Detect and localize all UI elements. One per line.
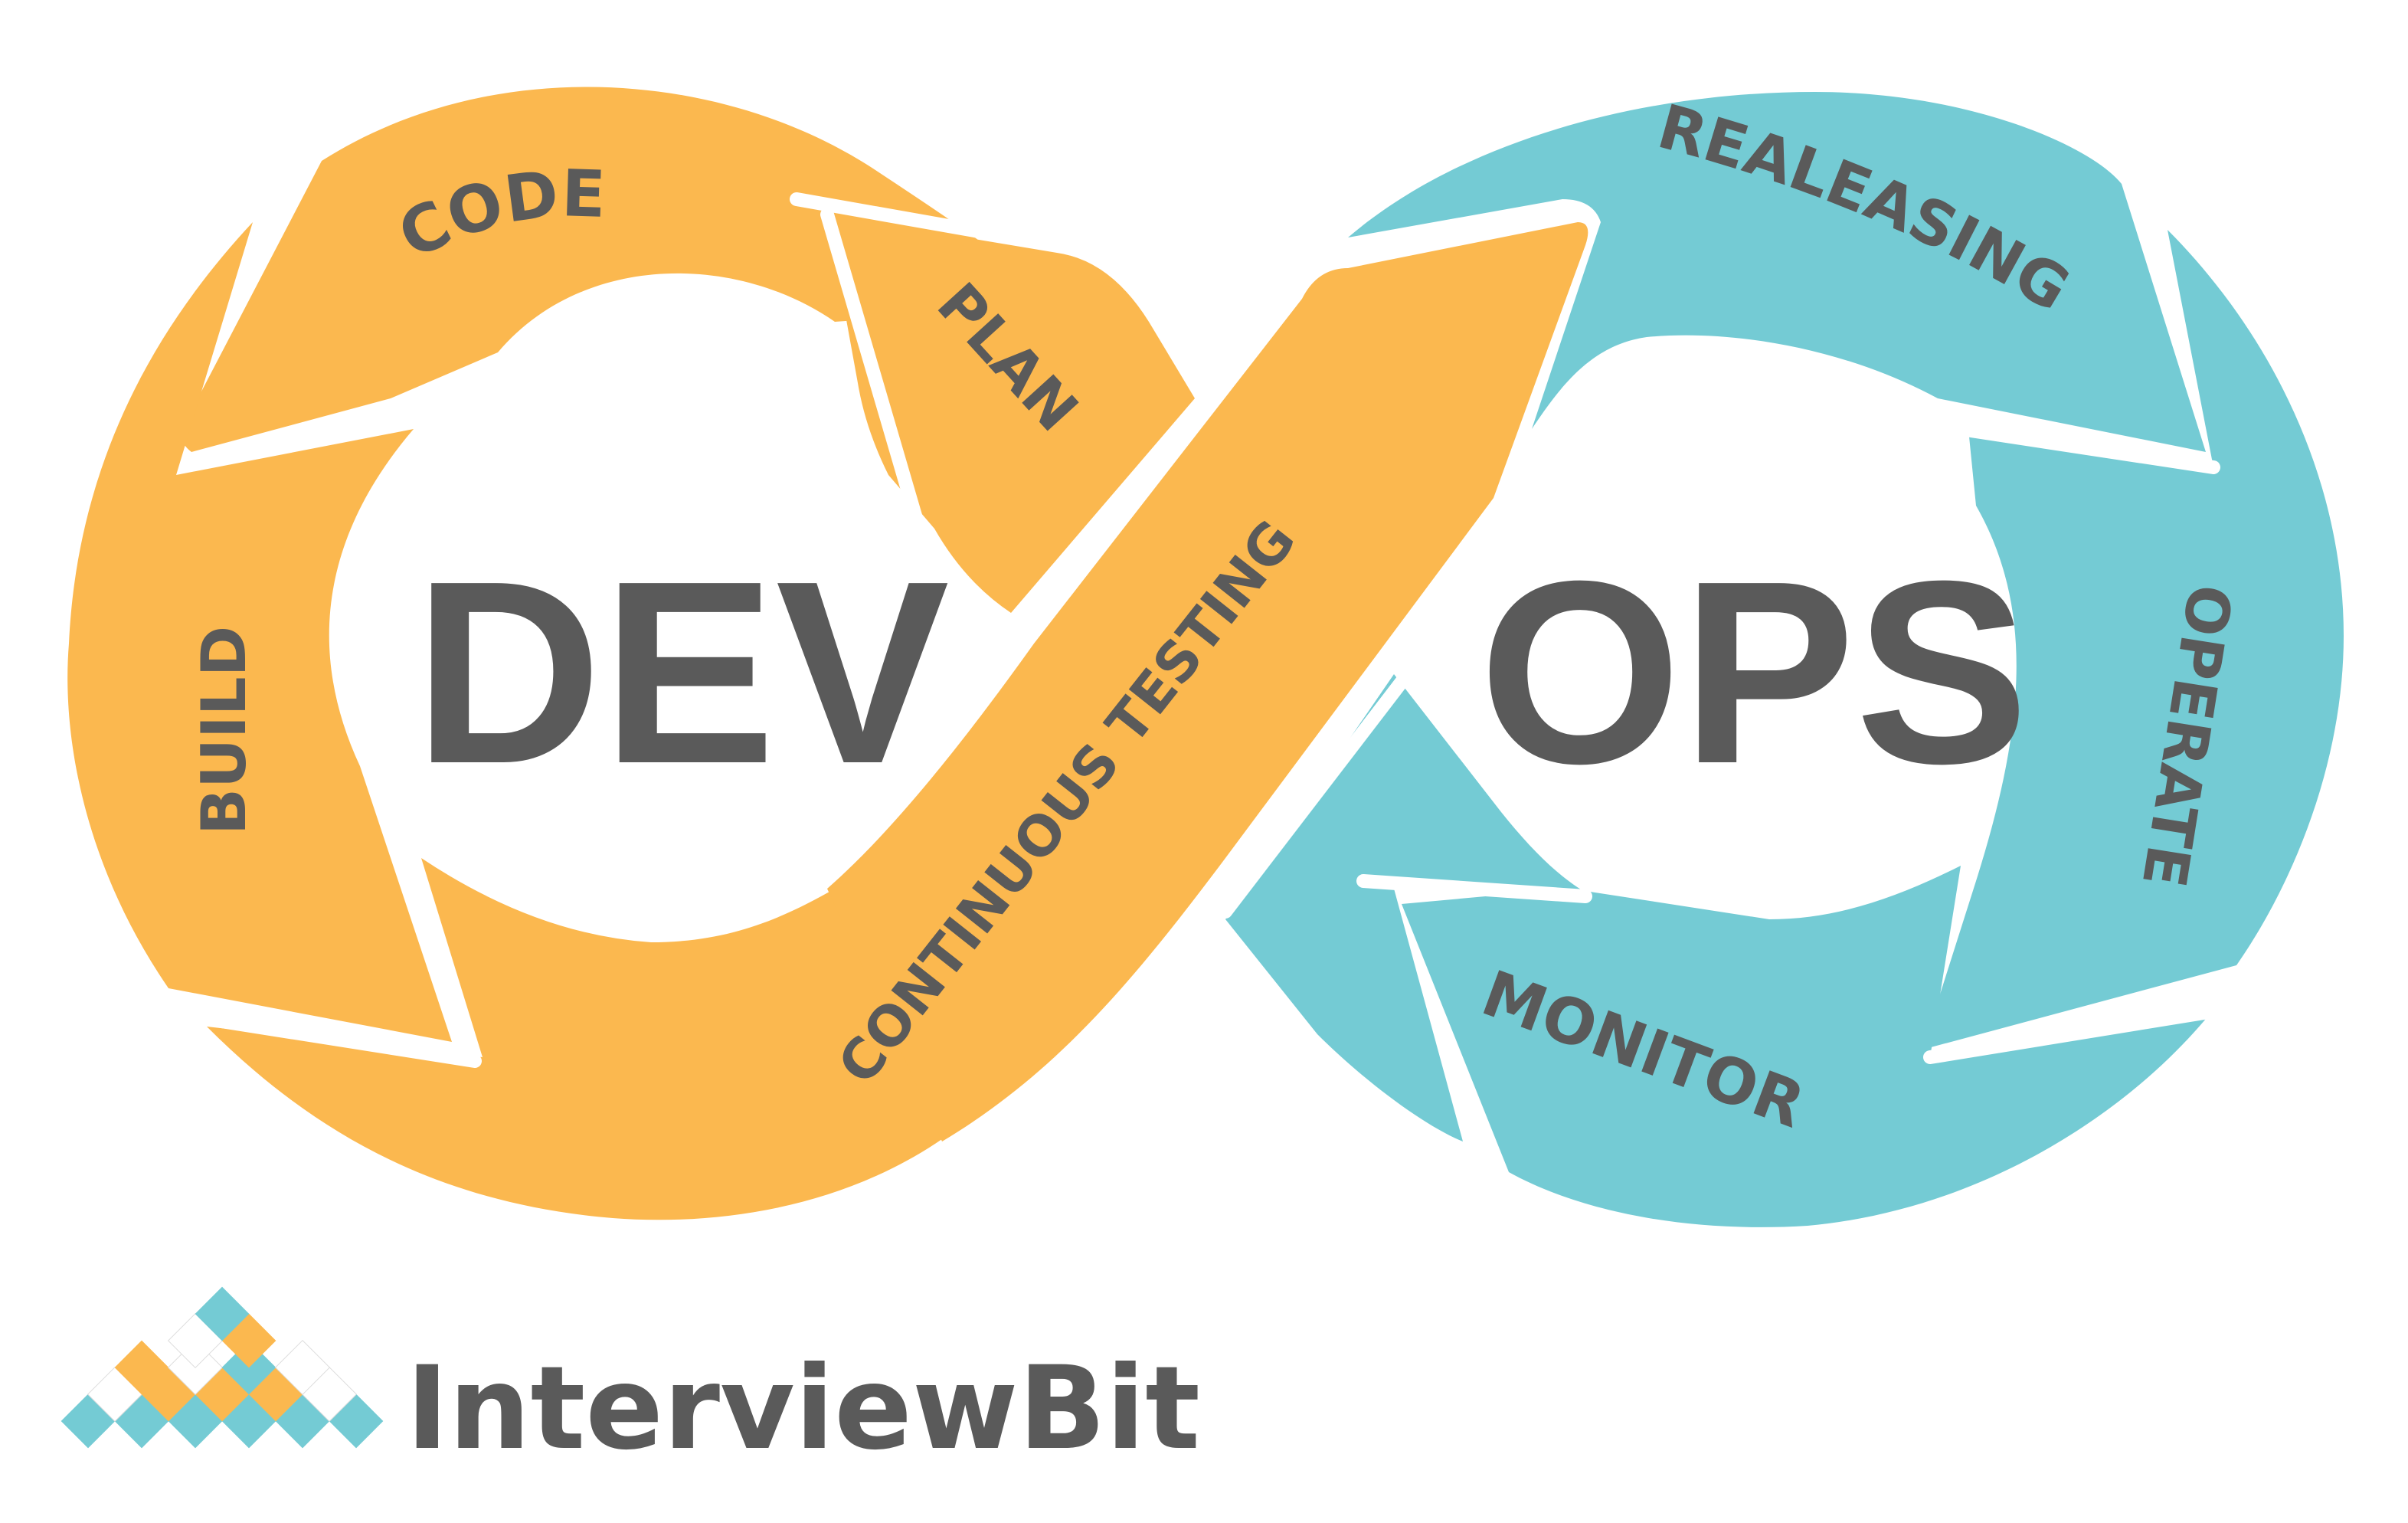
bottom-left-arrow [207, 858, 950, 1220]
interviewbit-logo: InterviewBit [61, 1286, 1200, 1476]
ops-loop [1225, 92, 2344, 1227]
step-label-build: BUILD [188, 626, 260, 835]
ops-heading: OPS [1479, 527, 2029, 818]
operate-arrow [1922, 230, 2344, 1050]
continuous-testing-arrow [827, 222, 1588, 1141]
logo-diamond-grid-icon [61, 1286, 384, 1449]
dev-loop [67, 87, 1588, 1220]
dev-heading: DEV [414, 527, 950, 818]
plan-arrow [827, 215, 1195, 613]
build-arrow [67, 222, 453, 1042]
releasing-arrow [1348, 92, 2206, 452]
brand-name: InterviewBit [406, 1342, 1200, 1476]
code-arrow [181, 87, 1058, 452]
monitor-arrow [1402, 866, 2206, 1227]
arrow-gaps [185, 192, 2220, 1068]
